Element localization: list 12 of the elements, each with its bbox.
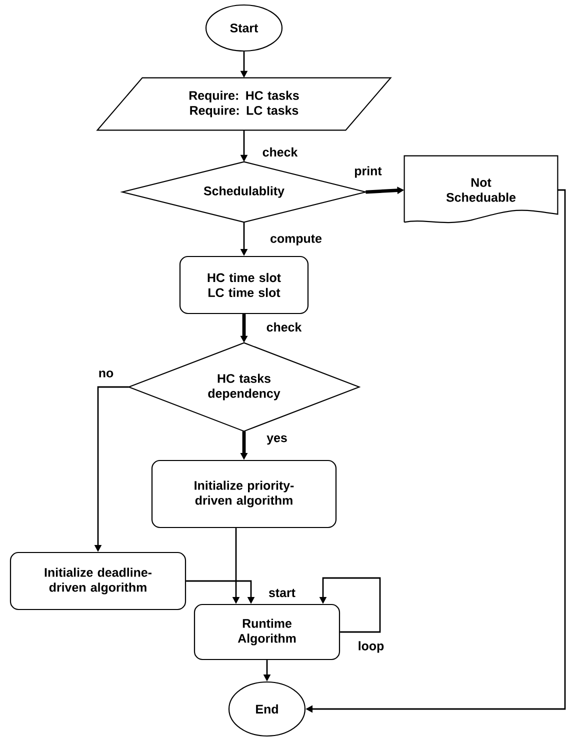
edge-label: loop <box>356 640 386 654</box>
process-box: Initialize priority-driven algorithm <box>151 460 337 528</box>
edge-label: compute <box>269 234 323 246</box>
edge-label: check <box>261 146 299 158</box>
edge-label: yes <box>266 434 288 446</box>
edge-label: check <box>265 321 303 333</box>
edge-label: no <box>97 370 115 378</box>
process-box: Initialize deadline-driven algorithm <box>10 552 186 610</box>
process-box: Runtime Algorithm <box>194 604 340 660</box>
document-shape: Not Scheduable <box>404 155 558 224</box>
edge-label: start <box>268 588 296 598</box>
process-box: HC time slot LC time slot <box>179 256 309 314</box>
